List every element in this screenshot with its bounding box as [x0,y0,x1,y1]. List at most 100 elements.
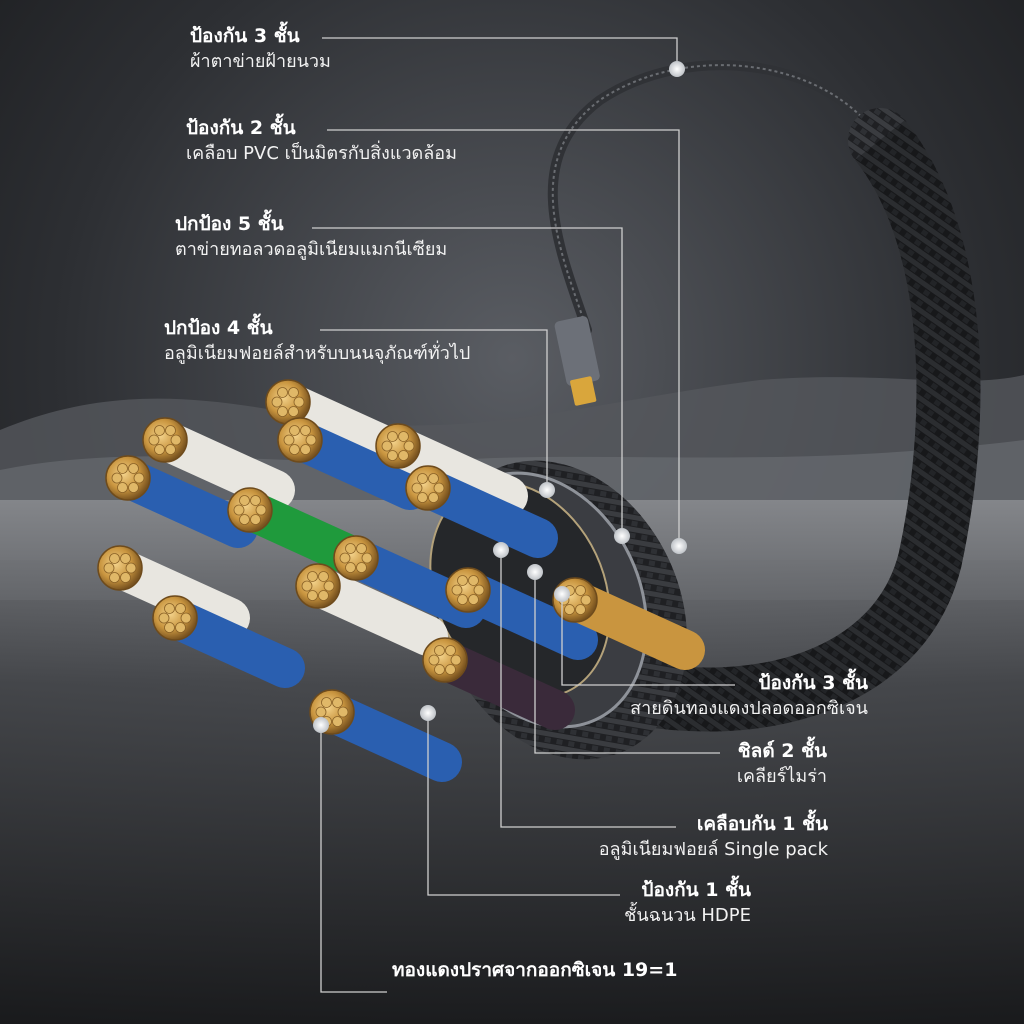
callout-dot-3 [614,528,630,544]
copper-strand [148,434,160,446]
copper-strand [428,492,439,503]
copper-strand [289,425,300,436]
callout-title: ป้องกัน 2 ชั้น [186,117,296,139]
callout-dots [313,61,687,733]
copper-strand [293,396,305,408]
copper-strand [301,580,313,592]
copper-strand [457,594,468,605]
copper-strand-core [333,535,379,581]
connector-tip [570,376,597,406]
callout-subtitle: เคลียร์ไมร่า [736,765,827,787]
copper-strand-core [375,423,421,469]
copper-strand [300,425,311,436]
copper-strand [277,387,288,398]
callout-dot-8 [420,705,436,721]
copper-strand [120,553,131,564]
callout-title: เคลือบกัน 1 ชั้น [696,813,828,835]
copper-strand [109,553,120,564]
copper-strand [125,562,137,574]
copper-strand-core [152,595,198,641]
copper-strand [315,706,327,718]
callout-subtitle: เคลือบ PVC เป็นมิตรกับสิ่งแวดล้อม [186,142,457,164]
callout-subtitle: ตาข่ายทอลวดอลูมิเนียมแมกนีเซียม [175,238,448,260]
copper-strand [158,612,170,624]
copper-strand [434,664,445,675]
callout-label-1: ป้องกัน 3 ชั้น ผ้าตาข่ายฝ้ายนวม [190,25,331,73]
copper-strand [468,575,479,586]
copper-strand [337,706,349,718]
copper-strand-core [227,487,273,533]
callout-subtitle: อลูมิเนียมฟอยล์ Single pack [598,838,828,860]
thin-cable-highlight [551,64,881,331]
copper-strand [451,584,463,596]
callout-dot-1 [669,61,685,77]
copper-strand [321,697,332,708]
copper-strand-core [445,567,491,613]
callout-label-8: ป้องกัน 1 ชั้น ชั้นฉนวน HDPE [624,879,751,927]
wire-bundle [97,379,705,782]
copper-strand [175,603,186,614]
callout-lines [312,37,735,993]
copper-strand [154,425,165,436]
connector-body [554,316,600,386]
callout-label-3: ปกป้อง 5 ชั้น ตาข่ายทอลวดอลูมิเนียมแมกนี… [175,213,448,261]
copper-strand [580,594,592,606]
copper-strand [356,543,367,554]
callout-subtitle: สายดินทองแดงปลอดออกซิเจน [630,697,868,719]
callout-dot-7 [493,542,509,558]
callout-title: ชิลด์ 2 ชั้น [737,740,827,762]
copper-strand [457,575,468,586]
callout-line-1 [322,37,678,69]
copper-strand [428,473,439,484]
copper-strand [417,492,428,503]
copper-strand [288,387,299,398]
copper-strand [288,406,299,417]
copper-strand [133,472,145,484]
callout-subtitle: ชั้นฉนวน HDPE [624,904,751,926]
copper-strand [381,440,393,452]
copper-strand [468,594,479,605]
copper-strand [165,444,176,455]
callout-dot-2 [671,538,687,554]
copper-strand [170,434,182,446]
copper-strand [403,440,415,452]
copper-strand [575,604,586,615]
copper-strand [164,622,175,633]
copper-strand [318,571,329,582]
callout-dot-4 [539,482,555,498]
copper-strand [283,434,295,446]
copper-strand [361,552,373,564]
callout-line-9 [320,725,387,993]
copper-strand [305,434,317,446]
callout-subtitle: อลูมิเนียมฟอยล์สำหรับบนนจุภัณฑ์ทั่วไป [164,342,471,364]
copper-strand [250,514,261,525]
copper-strand [128,463,139,474]
callout-line-8 [427,713,620,896]
copper-strand [307,571,318,582]
callout-label-2: ป้องกัน 2 ชั้น เคลือบ PVC เป็นมิตรกับสิ่… [186,117,457,165]
copper-strand [233,504,245,516]
copper-strand [345,562,356,573]
copper-strand [356,562,367,573]
callout-line-7 [500,550,676,828]
copper-strand [434,645,445,656]
copper-strand [417,473,428,484]
callout-title: ปกป้อง 4 ชั้น [164,317,273,339]
copper-strand [473,584,485,596]
copper-strand-core [97,545,143,591]
copper-strand [445,664,456,675]
copper-strand-core [295,563,341,609]
copper-strand-core [142,417,188,463]
copper-strand [445,645,456,656]
copper-strand [239,495,250,506]
copper-strand-core [277,417,323,463]
copper-strand [117,463,128,474]
braided-cable [528,108,981,732]
copper-strand [164,603,175,614]
copper-strand [387,431,398,442]
copper-strand [239,514,250,525]
copper-strand [398,450,409,461]
copper-strand [111,472,123,484]
callout-title: ป้องกัน 3 ชั้น [190,25,300,47]
